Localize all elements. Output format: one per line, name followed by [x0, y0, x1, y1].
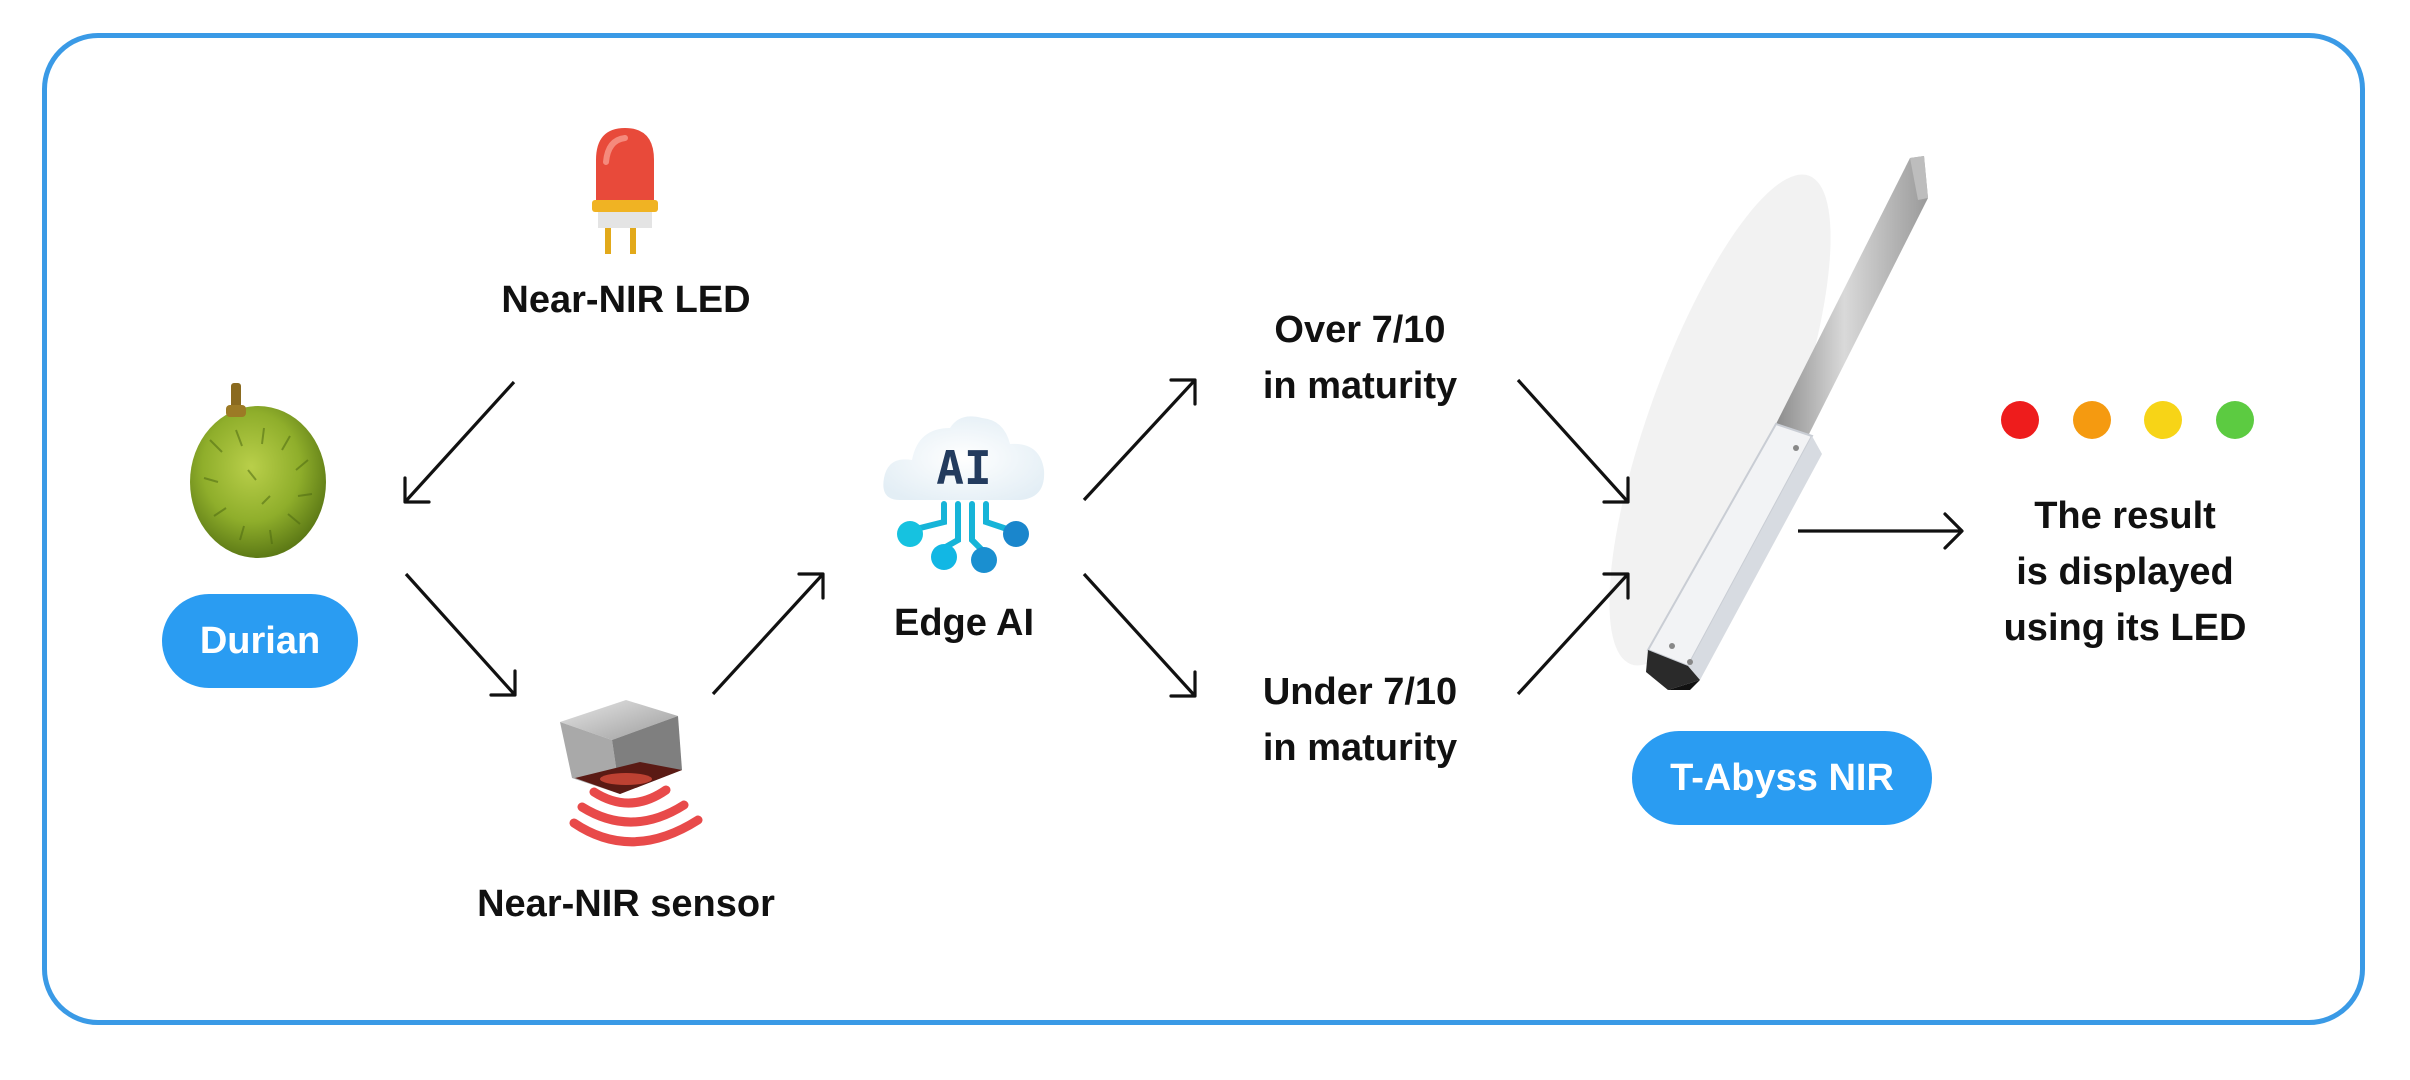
indicator-led-orange	[2073, 401, 2111, 439]
durian-icon	[190, 383, 326, 558]
indicator-led-red	[2001, 401, 2039, 439]
sensor-icon	[560, 700, 703, 847]
device-icon	[1609, 156, 1928, 690]
under-line-1: Under 7/10	[1262, 671, 1458, 713]
over-line-2: in maturity	[1262, 365, 1458, 407]
arrow-over-to-device	[1516, 378, 1630, 504]
over-line-1: Over 7/10	[1274, 309, 1446, 351]
device-pill: T-Abyss NIR	[1632, 731, 1932, 825]
indicator-led-yellow	[2144, 401, 2182, 439]
result-line-1: The result	[2034, 495, 2216, 537]
result-line-3: using its LED	[2003, 607, 2247, 649]
arrow-under-to-device	[1516, 572, 1630, 696]
sensor-label: Near-NIR sensor	[477, 883, 775, 925]
under-maturity-label: Under 7/10 in maturity	[1220, 664, 1500, 776]
edge-ai-icon: AI	[883, 416, 1045, 573]
over-maturity-label: Over 7/10 in maturity	[1220, 302, 1500, 414]
ai-icon-text: AI	[936, 441, 991, 495]
under-line-2: in maturity	[1262, 727, 1458, 769]
led-label: Near-NIR LED	[501, 279, 751, 321]
device-label: T-Abyss NIR	[1670, 756, 1894, 799]
arrow-led-to-durian	[403, 380, 516, 504]
arrow-durian-to-sensor	[404, 572, 517, 697]
arrow-sensor-to-edge-ai	[711, 572, 825, 696]
result-label: The result is displayed using its LED	[1980, 488, 2270, 656]
arrow-edge-ai-to-over	[1082, 378, 1197, 502]
indicator-leds	[2001, 401, 2254, 439]
indicator-led-green	[2216, 401, 2254, 439]
diagram-frame	[42, 33, 2365, 1025]
durian-pill: Durian	[162, 594, 358, 688]
durian-label: Durian	[199, 619, 321, 662]
edge-ai-label: Edge AI	[893, 602, 1035, 644]
arrow-edge-ai-to-under	[1082, 572, 1197, 698]
led-icon	[592, 128, 658, 254]
arrow-device-to-result	[1798, 512, 1964, 550]
result-line-2: is displayed	[2016, 551, 2234, 593]
